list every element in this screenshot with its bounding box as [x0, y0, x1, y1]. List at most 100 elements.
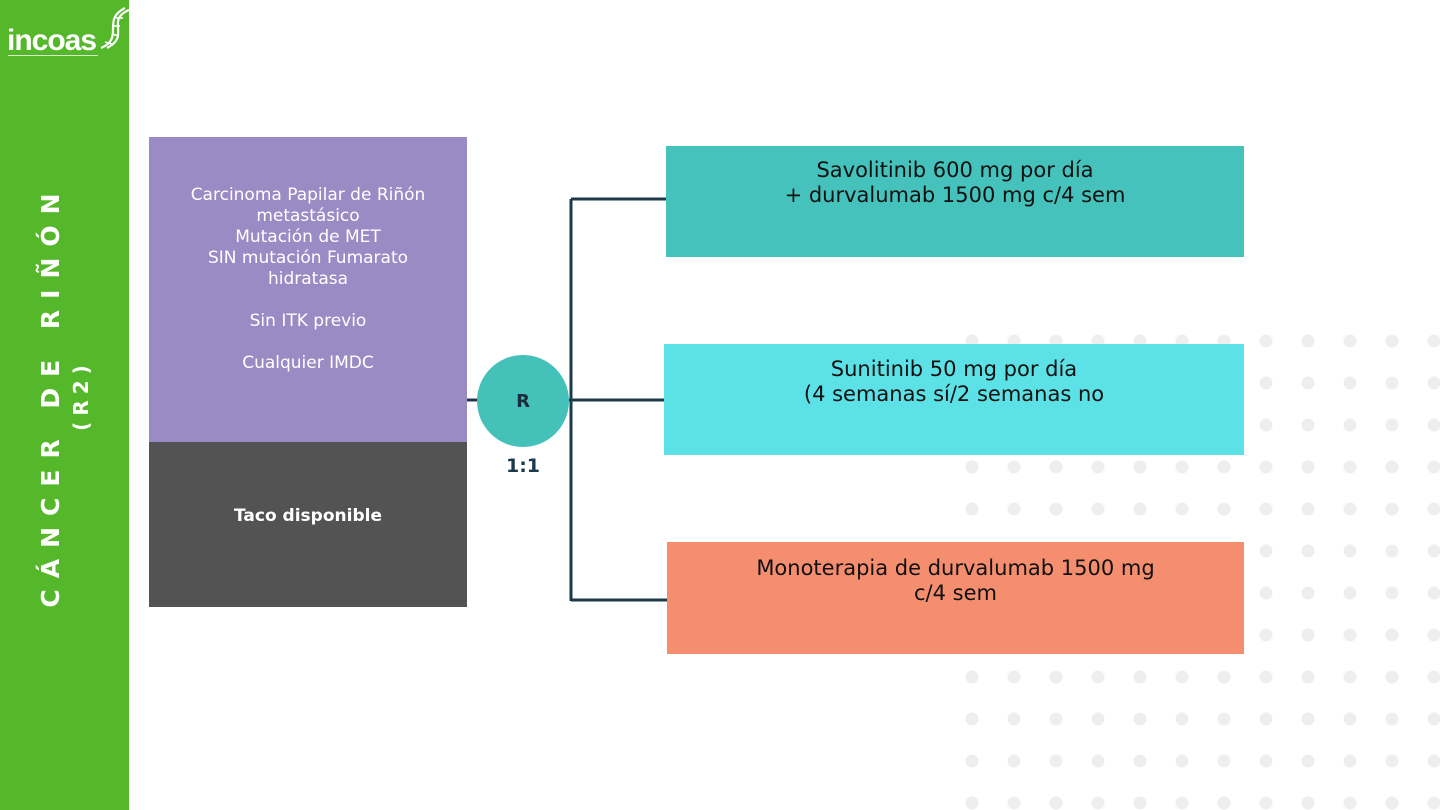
decorative-dot — [1049, 712, 1063, 726]
decorative-dot — [1049, 754, 1063, 768]
decorative-dot — [1385, 670, 1399, 684]
logo: incoas — [7, 4, 130, 64]
logo-tagline-line — [8, 55, 98, 59]
arm-line: + durvalumab 1500 mg c/4 sem — [784, 183, 1126, 207]
decorative-dot — [1259, 418, 1273, 432]
criteria-line: Mutación de MET — [235, 227, 381, 247]
decorative-dot — [1175, 712, 1189, 726]
decorative-dot — [1175, 502, 1189, 516]
decorative-dot — [1343, 796, 1357, 810]
decorative-dot — [1343, 586, 1357, 600]
decorative-dot — [1217, 670, 1231, 684]
decorative-dot — [1427, 754, 1440, 768]
decorative-dot — [1385, 796, 1399, 810]
randomization-symbol: R — [516, 390, 530, 412]
decorative-dot — [1343, 670, 1357, 684]
decorative-dot — [1427, 502, 1440, 516]
decorative-dot — [1301, 418, 1315, 432]
decorative-dot — [1385, 502, 1399, 516]
decorative-dot — [1259, 376, 1273, 390]
decorative-dot — [965, 460, 979, 474]
randomization-node: R — [477, 355, 569, 447]
arm-line: Sunitinib 50 mg por día — [830, 357, 1078, 381]
decorative-dot — [1343, 544, 1357, 558]
decorative-dot — [1175, 754, 1189, 768]
decorative-dot — [1007, 502, 1021, 516]
decorative-dot — [1343, 628, 1357, 642]
decorative-dot — [1175, 796, 1189, 810]
decorative-dot — [965, 712, 979, 726]
decorative-dot — [1259, 586, 1273, 600]
decorative-dot — [1091, 712, 1105, 726]
decorative-dot — [1217, 712, 1231, 726]
decorative-dot — [1259, 754, 1273, 768]
decorative-dot — [1091, 796, 1105, 810]
arm-line: Monoterapia de durvalumab 1500 mg — [756, 556, 1155, 580]
decorative-dot — [1301, 334, 1315, 348]
treatment-arm-durvalumab: Monoterapia de durvalumab 1500 mg c/4 se… — [667, 542, 1244, 654]
decorative-dot — [1259, 628, 1273, 642]
decorative-dot — [1259, 670, 1273, 684]
decorative-dot — [1343, 754, 1357, 768]
decorative-dot — [1133, 796, 1147, 810]
logo-text: incoas — [7, 24, 97, 57]
decorative-dot — [1217, 754, 1231, 768]
decorative-dot — [1301, 376, 1315, 390]
tissue-requirement-box: Taco disponible — [149, 442, 467, 607]
decorative-dot — [1007, 796, 1021, 810]
decorative-dot — [1427, 460, 1440, 474]
decorative-dot — [1385, 544, 1399, 558]
decorative-dot — [1217, 502, 1231, 516]
decorative-dot — [1343, 712, 1357, 726]
decorative-dot — [1175, 460, 1189, 474]
decorative-dot — [1133, 712, 1147, 726]
decorative-dot — [1133, 460, 1147, 474]
decorative-dot — [1385, 418, 1399, 432]
treatment-arm-sunitinib: Sunitinib 50 mg por día (4 semanas sí/2 … — [664, 344, 1244, 455]
criteria-line: hidratasa — [267, 269, 349, 289]
decorative-dot — [1217, 460, 1231, 474]
decorative-dot — [1049, 796, 1063, 810]
decorative-dot — [1301, 502, 1315, 516]
decorative-dot — [1427, 796, 1440, 810]
decorative-dot — [1133, 502, 1147, 516]
decorative-dot — [1259, 334, 1273, 348]
decorative-dot — [1049, 670, 1063, 684]
decorative-dot — [1385, 586, 1399, 600]
decorative-dot — [1343, 418, 1357, 432]
decorative-dot — [1049, 460, 1063, 474]
randomization-ratio: 1:1 — [505, 455, 541, 477]
decorative-dot — [1259, 712, 1273, 726]
decorative-dot — [1217, 796, 1231, 810]
decorative-dot — [1385, 754, 1399, 768]
arm-line: (4 semanas sí/2 semanas no — [803, 382, 1105, 406]
decorative-dot — [1427, 712, 1440, 726]
decorative-dot — [1343, 376, 1357, 390]
criteria-line: Cualquier IMDC — [242, 353, 374, 373]
decorative-dot — [1427, 376, 1440, 390]
arm-line: c/4 sem — [914, 581, 997, 605]
decorative-dot — [1301, 544, 1315, 558]
decorative-dot — [1007, 460, 1021, 474]
decorative-dot — [965, 754, 979, 768]
decorative-dot — [1049, 502, 1063, 516]
decorative-dot — [965, 502, 979, 516]
decorative-dot — [1007, 670, 1021, 684]
decorative-dot — [1301, 670, 1315, 684]
arm-line: Savolitinib 600 mg por día — [816, 158, 1094, 182]
treatment-arm-savolitinib: Savolitinib 600 mg por día + durvalumab … — [666, 146, 1244, 257]
decorative-dot — [1427, 334, 1440, 348]
criteria-line: SIN mutación Fumarato — [207, 248, 409, 268]
criteria-line: Carcinoma Papilar de Riñón — [190, 185, 426, 205]
criteria-line: metastásico — [256, 206, 360, 226]
sidebar: incoas CÁNCER DE RIÑÓN (R2) — [0, 0, 130, 810]
decorative-dot — [1427, 628, 1440, 642]
decorative-dot — [1385, 628, 1399, 642]
decorative-dot — [1385, 334, 1399, 348]
decorative-dot — [1091, 670, 1105, 684]
decorative-dot — [1091, 754, 1105, 768]
decorative-dot — [1301, 586, 1315, 600]
decorative-dot — [1427, 670, 1440, 684]
decorative-dot — [1301, 712, 1315, 726]
dna-icon — [100, 7, 130, 50]
